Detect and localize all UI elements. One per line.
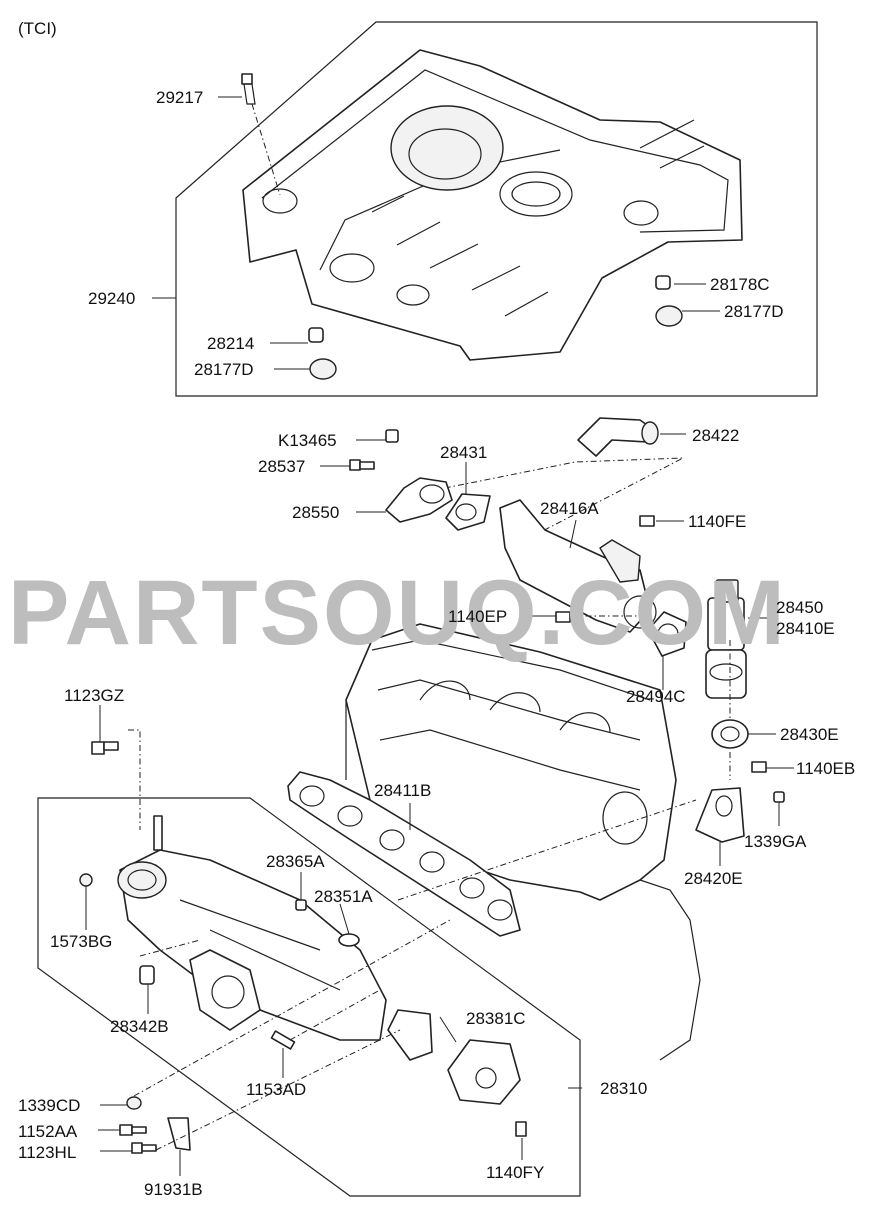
callout-1152aa: 1152AA (18, 1122, 78, 1141)
gasket-28411b (287, 771, 521, 937)
callout-28411b: 28411B (374, 781, 431, 800)
manifold-frame (37, 797, 581, 1197)
engine-cover (242, 49, 743, 361)
cover-frame (175, 21, 818, 397)
callout-28177d-left: 28177D (194, 360, 254, 379)
callout-labels: 29217 29240 28214 28177D 28178C 28177D K… (18, 88, 855, 1199)
watermark: PARTSOUQ.COM (8, 562, 787, 664)
callout-28420e: 28420E (684, 869, 743, 888)
callout-28416a: 28416A (540, 499, 599, 518)
gasket-28430e (711, 719, 749, 749)
callout-28494c: 28494C (626, 687, 686, 706)
callout-28214: 28214 (207, 334, 254, 353)
callout-91931b: 91931B (144, 1180, 203, 1199)
egr-cooler-28416a (499, 499, 657, 633)
variant-label: (TCI) (18, 19, 57, 38)
callout-28342b: 28342B (110, 1017, 169, 1036)
gasket-28494c (647, 611, 687, 657)
callout-28422: 28422 (692, 426, 739, 445)
leader-lines (85, 96, 794, 1176)
callout-28365a: 28365A (266, 852, 325, 871)
grommet-28178c (655, 275, 671, 290)
callout-28177d-right: 28177D (724, 302, 784, 321)
callout-28537: 28537 (258, 457, 305, 476)
bolt-29217 (241, 73, 256, 105)
callout-28410e: 28410E (776, 619, 835, 638)
callout-29217: 29217 (156, 88, 203, 107)
callout-28450: 28450 (776, 598, 823, 617)
callout-1339cd: 1339CD (18, 1096, 80, 1115)
cylinder-head (345, 623, 701, 1061)
callout-k13465: K13465 (278, 431, 337, 450)
callout-1140eb: 1140EB (796, 759, 855, 778)
egr-hose-28422 (577, 417, 659, 457)
bolts-upper (349, 429, 785, 803)
throttle-28381c (387, 1009, 521, 1105)
callout-1123hl: 1123HL (18, 1143, 76, 1162)
callout-28178c: 28178C (710, 275, 770, 294)
callout-1123gz: 1123GZ (64, 686, 124, 705)
egr-group-dashed-frame (404, 457, 684, 549)
callout-1153ad: 1153AD (246, 1080, 306, 1099)
dashed-lines (128, 615, 731, 1151)
egr-adapter-28550 (385, 477, 453, 523)
egr-valve-28450 (705, 579, 747, 699)
callout-29240: 29240 (88, 289, 135, 308)
gasket-28431 (445, 493, 491, 531)
callout-28381c: 28381C (466, 1009, 526, 1028)
leader-29217-dash (251, 103, 281, 196)
callout-28351a: 28351A (314, 887, 373, 906)
callout-28310: 28310 (600, 1079, 647, 1098)
callout-28431: 28431 (440, 443, 487, 462)
callout-1339ga: 1339GA (744, 832, 807, 851)
callout-28550: 28550 (292, 503, 339, 522)
bushing-28214 (308, 327, 324, 343)
grommet-28177d-right (655, 305, 683, 327)
egr-pipe-28420e (695, 787, 745, 843)
bolts-lower (79, 741, 527, 1154)
callout-1573bg: 1573BG (50, 932, 112, 951)
callout-28430e: 28430E (780, 725, 839, 744)
callout-1140fe: 1140FE (688, 512, 746, 531)
grommet-28177d-left (309, 358, 337, 380)
callout-1140fy: 1140FY (486, 1163, 544, 1182)
callout-1140ep: 1140EP (448, 607, 507, 626)
